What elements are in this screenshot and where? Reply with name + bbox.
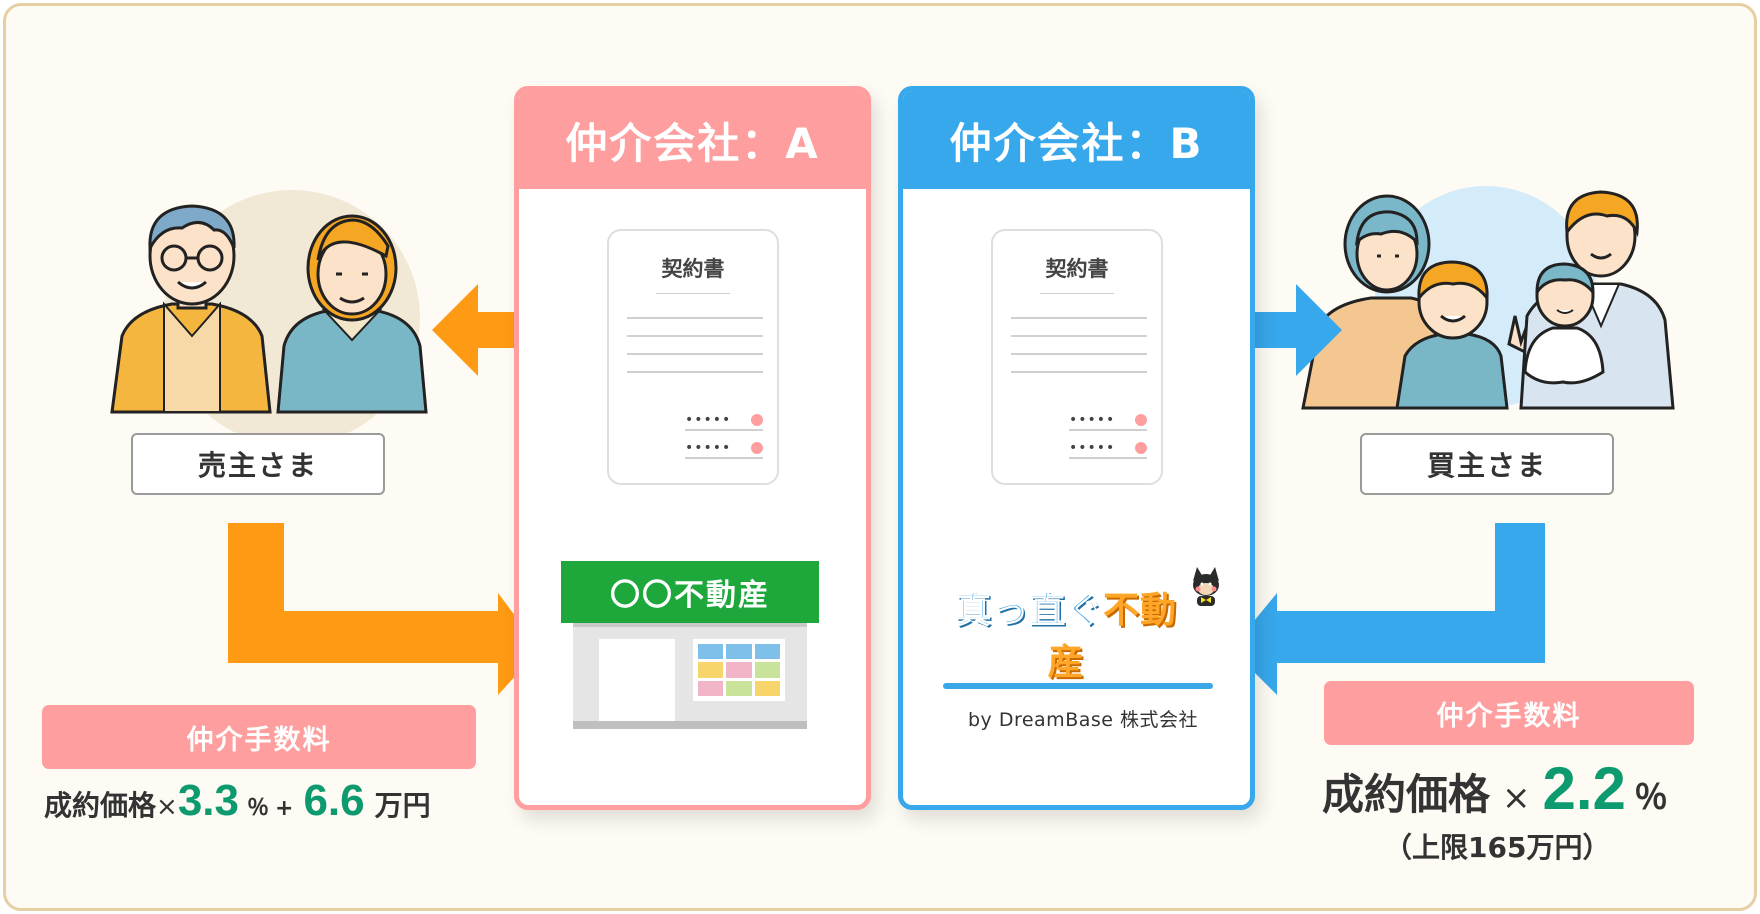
store-building-icon: 〇〇不動産 (561, 561, 819, 731)
buyer-fee-cap: （上限165万円） (1384, 826, 1610, 866)
seller-illustration (102, 186, 432, 446)
rate-value: 2.2 (1542, 755, 1626, 822)
times-symbol: × (1502, 778, 1531, 818)
contract-document-b: 契約書 ••••• ••••• (991, 229, 1163, 485)
fee-cap-text: （上限165万円） (1384, 831, 1611, 864)
company-b-panel: 仲介会社：B 契約書 ••••• ••••• 真っ直ぐ不動産 (898, 86, 1255, 810)
company-b-header: 仲介会社：B (903, 91, 1250, 189)
brand-logo-mark: 真っ直ぐ不動産 (943, 567, 1223, 689)
door-handle-bar (599, 639, 675, 721)
title-underline (656, 293, 730, 294)
fixed-unit: 万円 (374, 789, 431, 822)
contract-title: 契約書 (661, 257, 725, 281)
text-line (1011, 335, 1147, 337)
signature-dots: ••••• (685, 440, 732, 456)
company-a-header: 仲介会社：A (519, 91, 866, 189)
store-base (573, 721, 807, 729)
signature-line (1069, 429, 1147, 431)
diagram-frame: 売主さま (3, 3, 1757, 911)
rate-value: 3.3 (177, 776, 239, 825)
rate-unit: ％ (246, 796, 269, 821)
signature-row: ••••• (1069, 413, 1147, 427)
seller-fee-formula: 成約価格 × 3.3 ％ + 6.6 万円 (44, 776, 431, 826)
seller-label: 売主さま (131, 433, 385, 495)
store-window (693, 639, 785, 701)
formula-prefix: 成約価格 (1322, 770, 1491, 819)
logo-text-orange: 不動産 (1047, 590, 1178, 683)
company-a-panel: 仲介会社：A 契約書 ••••• ••••• 〇〇不動産 (514, 86, 871, 810)
text-line (627, 335, 763, 337)
signature-row: ••••• (685, 441, 763, 455)
rate-unit: ％ (1633, 778, 1668, 818)
signature-line (685, 429, 763, 431)
store-sign: 〇〇不動産 (561, 561, 819, 623)
buyer-label: 買主さま (1360, 433, 1614, 495)
seal-dot-icon (1135, 414, 1147, 426)
signature-dots: ••••• (1069, 412, 1116, 428)
contract-title: 契約書 (1045, 257, 1109, 281)
logo-arrow-underline (943, 683, 1213, 689)
dog-mascot-icon (1193, 567, 1219, 606)
arrow-buyer-to-b (1231, 523, 1545, 695)
text-line (1011, 371, 1147, 373)
formula-prefix: 成約価格 (44, 789, 157, 822)
buyer-fee-tag: 仲介手数料 (1324, 681, 1694, 745)
seal-dot-icon (751, 414, 763, 426)
plus-symbol: + (275, 796, 294, 821)
text-line (627, 371, 763, 373)
fixed-value: 6.6 (303, 776, 365, 825)
arrow-b-to-buyer (1202, 284, 1342, 376)
signature-dots: ••••• (1069, 440, 1116, 456)
brand-byline: by DreamBase 株式会社 (967, 709, 1198, 731)
signature-line (685, 457, 763, 459)
signature-row: ••••• (685, 413, 763, 427)
title-underline (1040, 293, 1114, 294)
contract-document-a: 契約書 ••••• ••••• (607, 229, 779, 485)
arrow-seller-to-a (228, 523, 540, 695)
seal-dot-icon (1135, 442, 1147, 454)
text-line (627, 353, 763, 355)
signature-row: ••••• (1069, 441, 1147, 455)
brand-logo: 真っ直ぐ不動産 by DreamBase 株式会社 (943, 567, 1223, 732)
signature-dots: ••••• (685, 412, 732, 428)
seller-fee-tag: 仲介手数料 (42, 705, 476, 769)
text-line (1011, 317, 1147, 319)
family-icon (1301, 190, 1675, 410)
text-line (1011, 353, 1147, 355)
buyer-illustration (1301, 186, 1681, 426)
buyer-fee-formula: 成約価格 × 2.2 ％ (1322, 754, 1668, 823)
text-line (627, 317, 763, 319)
signature-line (1069, 457, 1147, 459)
elderly-couple-icon (110, 204, 428, 414)
arrow-a-to-seller (432, 284, 572, 376)
logo-text-blue: 真っ直ぐ (954, 590, 1103, 632)
seal-dot-icon (751, 442, 763, 454)
times-symbol: × (156, 792, 178, 822)
